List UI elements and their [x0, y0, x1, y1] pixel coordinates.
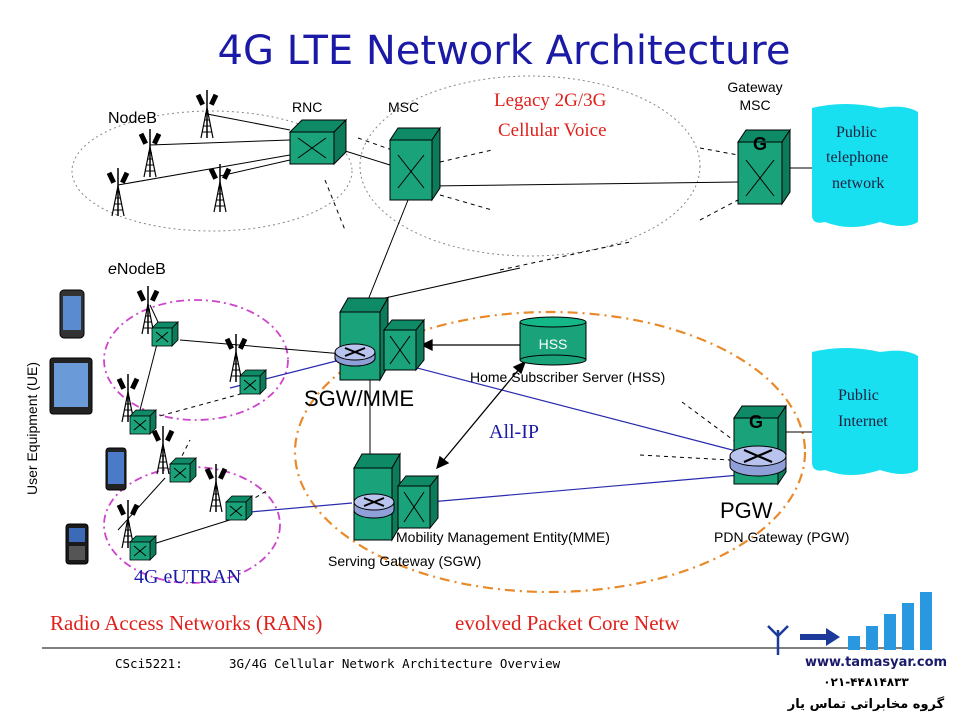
footer-subtitle: 3G/4G Cellular Network Architecture Over…: [229, 656, 561, 671]
pgw-label: PGW: [720, 498, 773, 523]
gateway-msc-node: [737, 128, 791, 206]
page-title: 4G LTE Network Architecture: [218, 28, 791, 74]
public-telephone-cloud: [812, 104, 918, 227]
legacy-core-ellipse: [359, 75, 701, 257]
signal-bars-icon: [848, 592, 932, 650]
enodeb-box-4: [169, 457, 197, 483]
msc-label: MSC: [388, 99, 419, 115]
arrow-icon: [800, 628, 840, 646]
hss-arrows: [420, 338, 527, 470]
public-internet-line2: Internet: [838, 413, 888, 430]
public-internet-cloud: [812, 348, 918, 475]
public-telephone-line1: Public: [836, 124, 877, 141]
public-telephone-line3: network: [832, 175, 884, 192]
nodeb-tower-3: [105, 167, 131, 217]
rnc-label: RNC: [292, 99, 322, 115]
sgw-mme-node: [334, 296, 426, 382]
legacy-label-line1: Legacy 2G/3G: [494, 90, 607, 111]
enodeb-box-3: [129, 409, 157, 435]
ue-label: User Equipment (UE): [24, 362, 40, 495]
hss-full-label: Home Subscriber Server (HSS): [470, 369, 665, 385]
sgw-mme-label: SGW/MME: [304, 386, 414, 411]
mme-full-label: Mobility Management Entity(MME): [396, 529, 610, 545]
ue-devices: [49, 289, 127, 565]
antenna-icon: [767, 625, 789, 655]
epc-label: evolved Packet Core Netw: [455, 611, 680, 635]
ran-label: Radio Access Networks (RANs): [50, 611, 322, 635]
epc-ellipse: [293, 310, 807, 594]
public-internet-line1: Public: [838, 387, 879, 404]
legacy-ran-ellipse: [71, 110, 353, 232]
dashed-lines: [144, 137, 741, 511]
smartphone-icon: [105, 447, 127, 491]
pgw-full-label: PDN Gateway (PGW): [714, 529, 849, 545]
watermark-url: www.tamasyar.com: [805, 655, 947, 670]
nodeb-label: NodeB: [108, 110, 157, 127]
enodeb-box-1: [151, 321, 179, 347]
enodeb-label: eNodeB: [108, 261, 166, 278]
enodeb-box-2: [239, 369, 267, 395]
ipad-icon: [49, 357, 93, 415]
signal-logo: [767, 592, 932, 655]
nodeb-tower-4: [207, 163, 233, 213]
all-ip-label: All-IP: [489, 421, 539, 443]
watermark-phone: ۰۲۱-۴۴۸۱۴۸۳۳: [823, 675, 909, 689]
enodeb-box-6: [129, 535, 157, 561]
hss-box-label: HSS: [539, 336, 568, 352]
sgw-full-label: Serving Gateway (SGW): [328, 553, 481, 569]
msc-node: [389, 126, 441, 202]
connection-lines: [117, 113, 812, 546]
gateway-g-label: G: [753, 134, 767, 154]
eutran-label: 4G eUTRAN: [134, 566, 241, 588]
eutran-ellipse-top: [103, 299, 289, 421]
hss-database: [519, 316, 587, 366]
watermark-name: گروه مخابراتی تماس یار: [787, 696, 945, 712]
blackberry-icon: [65, 523, 89, 565]
footer-course: CSci5221:: [115, 656, 183, 671]
gateway-msc-label-line1: Gateway: [727, 79, 782, 95]
enodeb-tower-5: [203, 463, 229, 513]
legacy-label-line2: Cellular Voice: [498, 120, 607, 141]
sgw-node: [353, 452, 440, 542]
rnc-node: [288, 118, 348, 166]
public-telephone-line2: telephone: [826, 149, 888, 166]
gateway-msc-label-line2: MSC: [739, 97, 770, 113]
pgw-node: [729, 404, 787, 486]
pgw-g-label: G: [749, 412, 763, 432]
nodeb-tower-1: [194, 89, 220, 139]
iphone-icon: [59, 289, 85, 339]
enodeb-box-5: [225, 495, 253, 521]
nodeb-tower-2: [137, 128, 163, 178]
